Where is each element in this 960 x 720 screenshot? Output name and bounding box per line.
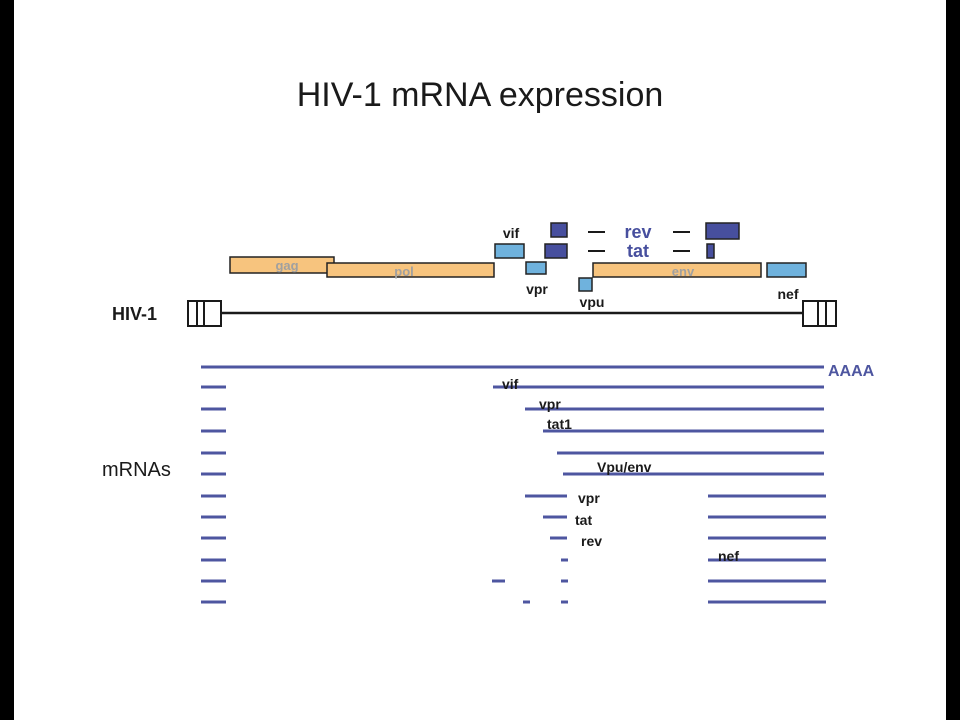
mrna-label-tat1: tat1 — [547, 416, 572, 432]
tat-exon1-box — [544, 243, 568, 259]
mrna-label-vpr-spliced: vpr — [578, 490, 600, 506]
tat-label: tat — [627, 241, 649, 261]
env-box — [592, 262, 762, 278]
nef-label: nef — [778, 286, 799, 302]
pol-label: pol — [394, 264, 414, 279]
mrna-label-vpu-env: Vpu/env — [597, 459, 652, 475]
mrna-label-vif: vif — [502, 376, 519, 392]
vif-box — [494, 243, 525, 259]
nef-box — [766, 262, 807, 278]
mrna-label-tat-spliced: tat — [575, 512, 592, 528]
rev-exon2-box — [705, 222, 740, 240]
polya-label: AAAA — [828, 363, 875, 380]
slide-background — [14, 0, 946, 720]
vif-label: vif — [503, 225, 520, 241]
rev-label: rev — [624, 222, 651, 242]
vpr-label: vpr — [526, 281, 548, 297]
mrna-label-rev-spliced: rev — [581, 533, 602, 549]
vpr-box — [525, 261, 547, 275]
page-title: HIV-1 mRNA expression — [296, 76, 664, 114]
pol-box — [326, 262, 495, 278]
tat-exon2-box — [706, 243, 715, 259]
rev-exon1-box — [550, 222, 568, 238]
genome-label: HIV-1 — [112, 304, 157, 324]
ltr-right — [802, 300, 837, 327]
mrna-label-vpr: vpr — [539, 396, 561, 412]
ltr-left — [187, 300, 222, 327]
mrna-label-nef-spliced: nef — [718, 548, 739, 564]
gag-label: gag — [275, 258, 298, 273]
vpu-box — [578, 277, 593, 292]
env-label: env — [672, 264, 695, 279]
vpu-label: vpu — [580, 294, 605, 310]
mrnas-label: mRNAs — [102, 459, 171, 481]
